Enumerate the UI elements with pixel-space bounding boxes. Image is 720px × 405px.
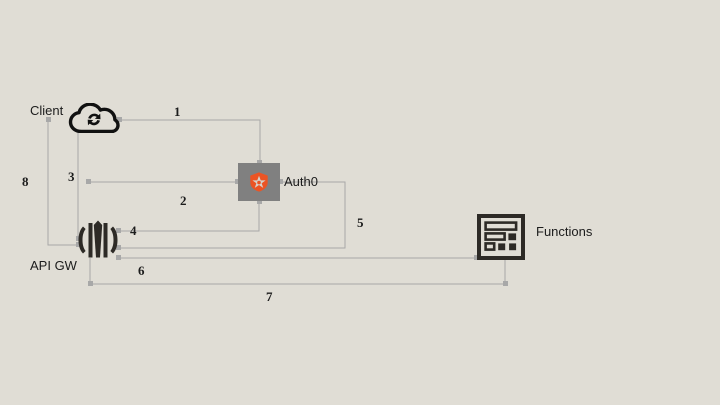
- connector-5: [118, 181, 346, 249]
- edge-label-4: 4: [130, 223, 137, 238]
- node-label-client: Client: [30, 103, 64, 118]
- edge-label-5: 5: [357, 215, 364, 230]
- edge-label-6: 6: [138, 263, 145, 278]
- node-api-gw[interactable]: [78, 219, 118, 266]
- node-label-functions: Functions: [536, 224, 593, 239]
- connector-7: [89, 258, 506, 285]
- connector-endpoint: [278, 179, 283, 184]
- edge-label-2: 2: [180, 193, 187, 208]
- node-client[interactable]: [68, 102, 120, 138]
- connector-endpoint: [117, 117, 122, 122]
- connector-endpoint: [235, 179, 240, 184]
- node-functions[interactable]: [477, 214, 525, 260]
- edge-label-1: 1: [174, 104, 181, 119]
- connector-endpoint: [46, 117, 51, 122]
- connector-endpoint: [76, 242, 81, 247]
- edge-label-8: 8: [22, 174, 29, 189]
- api-gateway-icon: [78, 220, 118, 258]
- connector-endpoint: [116, 228, 121, 233]
- connector-endpoint: [503, 281, 508, 286]
- connector-8: [47, 120, 78, 246]
- auth0-shield-icon: [250, 172, 268, 192]
- node-label-api-gw: API GW: [30, 258, 77, 273]
- connector-endpoint: [116, 255, 121, 260]
- edge-label-3: 3: [68, 169, 75, 184]
- node-auth0[interactable]: [238, 163, 280, 201]
- connector-endpoint: [116, 245, 121, 250]
- connector-4: [118, 201, 260, 232]
- node-label-auth0: Auth0: [284, 174, 318, 189]
- connector-endpoint: [86, 179, 91, 184]
- connector-1: [120, 119, 261, 163]
- connector-endpoint: [88, 281, 93, 286]
- functions-grid-icon: [484, 221, 518, 251]
- connector-endpoint: [257, 199, 262, 204]
- connector-endpoint: [474, 255, 479, 260]
- connector-endpoint: [76, 236, 81, 241]
- connector-endpoint: [257, 160, 262, 165]
- edge-label-7: 7: [266, 289, 273, 304]
- cloud-sync-icon: [68, 102, 120, 134]
